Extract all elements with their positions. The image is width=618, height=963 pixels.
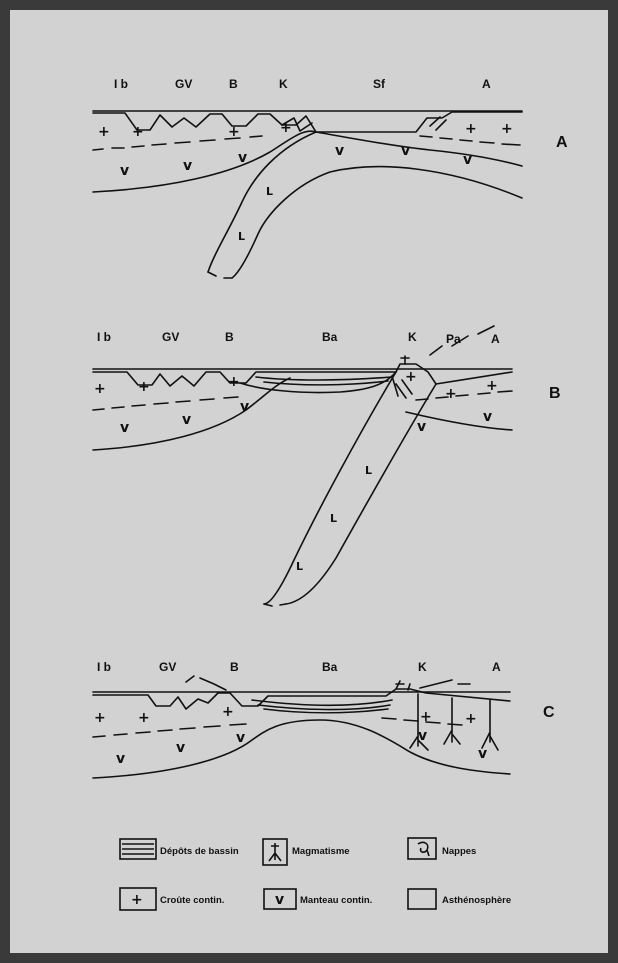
svg-text:v: v: [335, 143, 344, 159]
label-b: B: [229, 77, 238, 91]
svg-text:v: v: [120, 163, 129, 179]
label-ba: Ba: [322, 660, 337, 674]
section-c-letter: C: [543, 704, 555, 722]
svg-text:v: v: [238, 150, 247, 166]
label-a: A: [482, 77, 491, 91]
svg-text:+: +: [94, 710, 106, 726]
label-ib: I b: [97, 660, 111, 674]
label-b: B: [230, 660, 239, 674]
section-a-letter: A: [556, 134, 568, 152]
svg-text:L: L: [365, 464, 372, 477]
legend-continental-mantle: Manteau contin.: [300, 895, 372, 906]
svg-text:+: +: [420, 709, 432, 725]
svg-text:+: +: [405, 369, 417, 385]
paper-background: [10, 10, 608, 953]
svg-text:v: v: [176, 740, 185, 756]
svg-text:+: +: [501, 121, 513, 137]
svg-text:v: v: [116, 751, 125, 767]
label-ib: I b: [114, 77, 128, 91]
section-b-letter: B: [549, 385, 561, 403]
legend-magmatism: Magmatisme: [292, 846, 350, 857]
svg-text:L: L: [296, 560, 303, 573]
svg-text:L: L: [238, 230, 245, 243]
svg-text:+: +: [132, 124, 144, 140]
svg-text:v: v: [120, 420, 129, 436]
svg-text:+: +: [131, 892, 143, 908]
svg-text:+: +: [98, 124, 110, 140]
svg-text:L: L: [266, 185, 273, 198]
label-ib: I b: [97, 330, 111, 344]
svg-text:v: v: [483, 409, 492, 425]
svg-text:+: +: [486, 378, 498, 394]
label-a: A: [492, 660, 501, 674]
svg-text:+: +: [94, 381, 106, 397]
legend-asthenosphere: Asthénosphère: [442, 895, 511, 906]
label-b: B: [225, 330, 234, 344]
svg-text:v: v: [401, 143, 410, 159]
svg-text:+: +: [138, 379, 150, 395]
label-gv: GV: [159, 660, 176, 674]
label-a: A: [491, 332, 500, 346]
label-pa: Pa: [446, 332, 461, 346]
svg-text:+: +: [445, 386, 457, 402]
svg-text:+: +: [222, 704, 234, 720]
svg-text:v: v: [417, 419, 426, 435]
label-ba: Ba: [322, 330, 337, 344]
legend-basin-deposits: Dépôts de bassin: [160, 846, 239, 857]
svg-text:v: v: [275, 892, 284, 908]
svg-text:v: v: [236, 730, 245, 746]
label-k: K: [279, 77, 288, 91]
legend-continental-crust: Croûte contin.: [160, 895, 224, 906]
svg-text:+: +: [228, 374, 240, 390]
svg-text:v: v: [463, 152, 472, 168]
label-gv: GV: [175, 77, 192, 91]
label-sf: Sf: [373, 77, 385, 91]
label-k: K: [418, 660, 427, 674]
legend-nappes: Nappes: [442, 846, 476, 857]
label-k: K: [408, 330, 417, 344]
svg-text:+: +: [138, 710, 150, 726]
svg-text:+: +: [465, 121, 477, 137]
svg-text:+: +: [280, 120, 292, 136]
svg-text:v: v: [478, 746, 487, 762]
svg-text:v: v: [182, 412, 191, 428]
svg-text:+: +: [228, 124, 240, 140]
svg-text:v: v: [183, 158, 192, 174]
svg-text:v: v: [418, 728, 427, 744]
label-gv: GV: [162, 330, 179, 344]
svg-text:L: L: [330, 512, 337, 525]
svg-text:+: +: [465, 711, 477, 727]
svg-text:v: v: [240, 399, 249, 415]
